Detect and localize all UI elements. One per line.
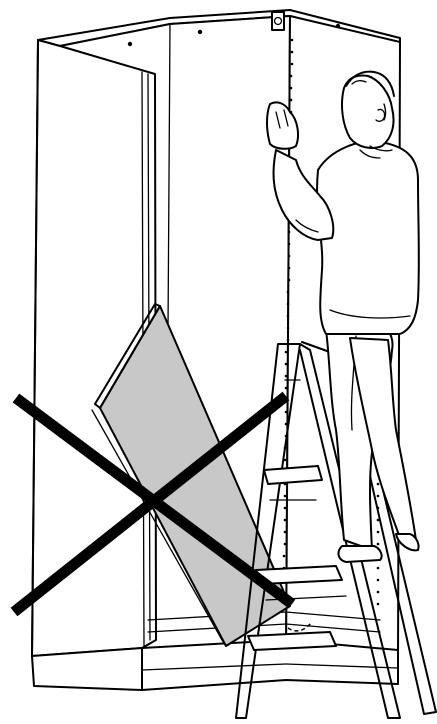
- wall-bracket-icon: [272, 12, 284, 30]
